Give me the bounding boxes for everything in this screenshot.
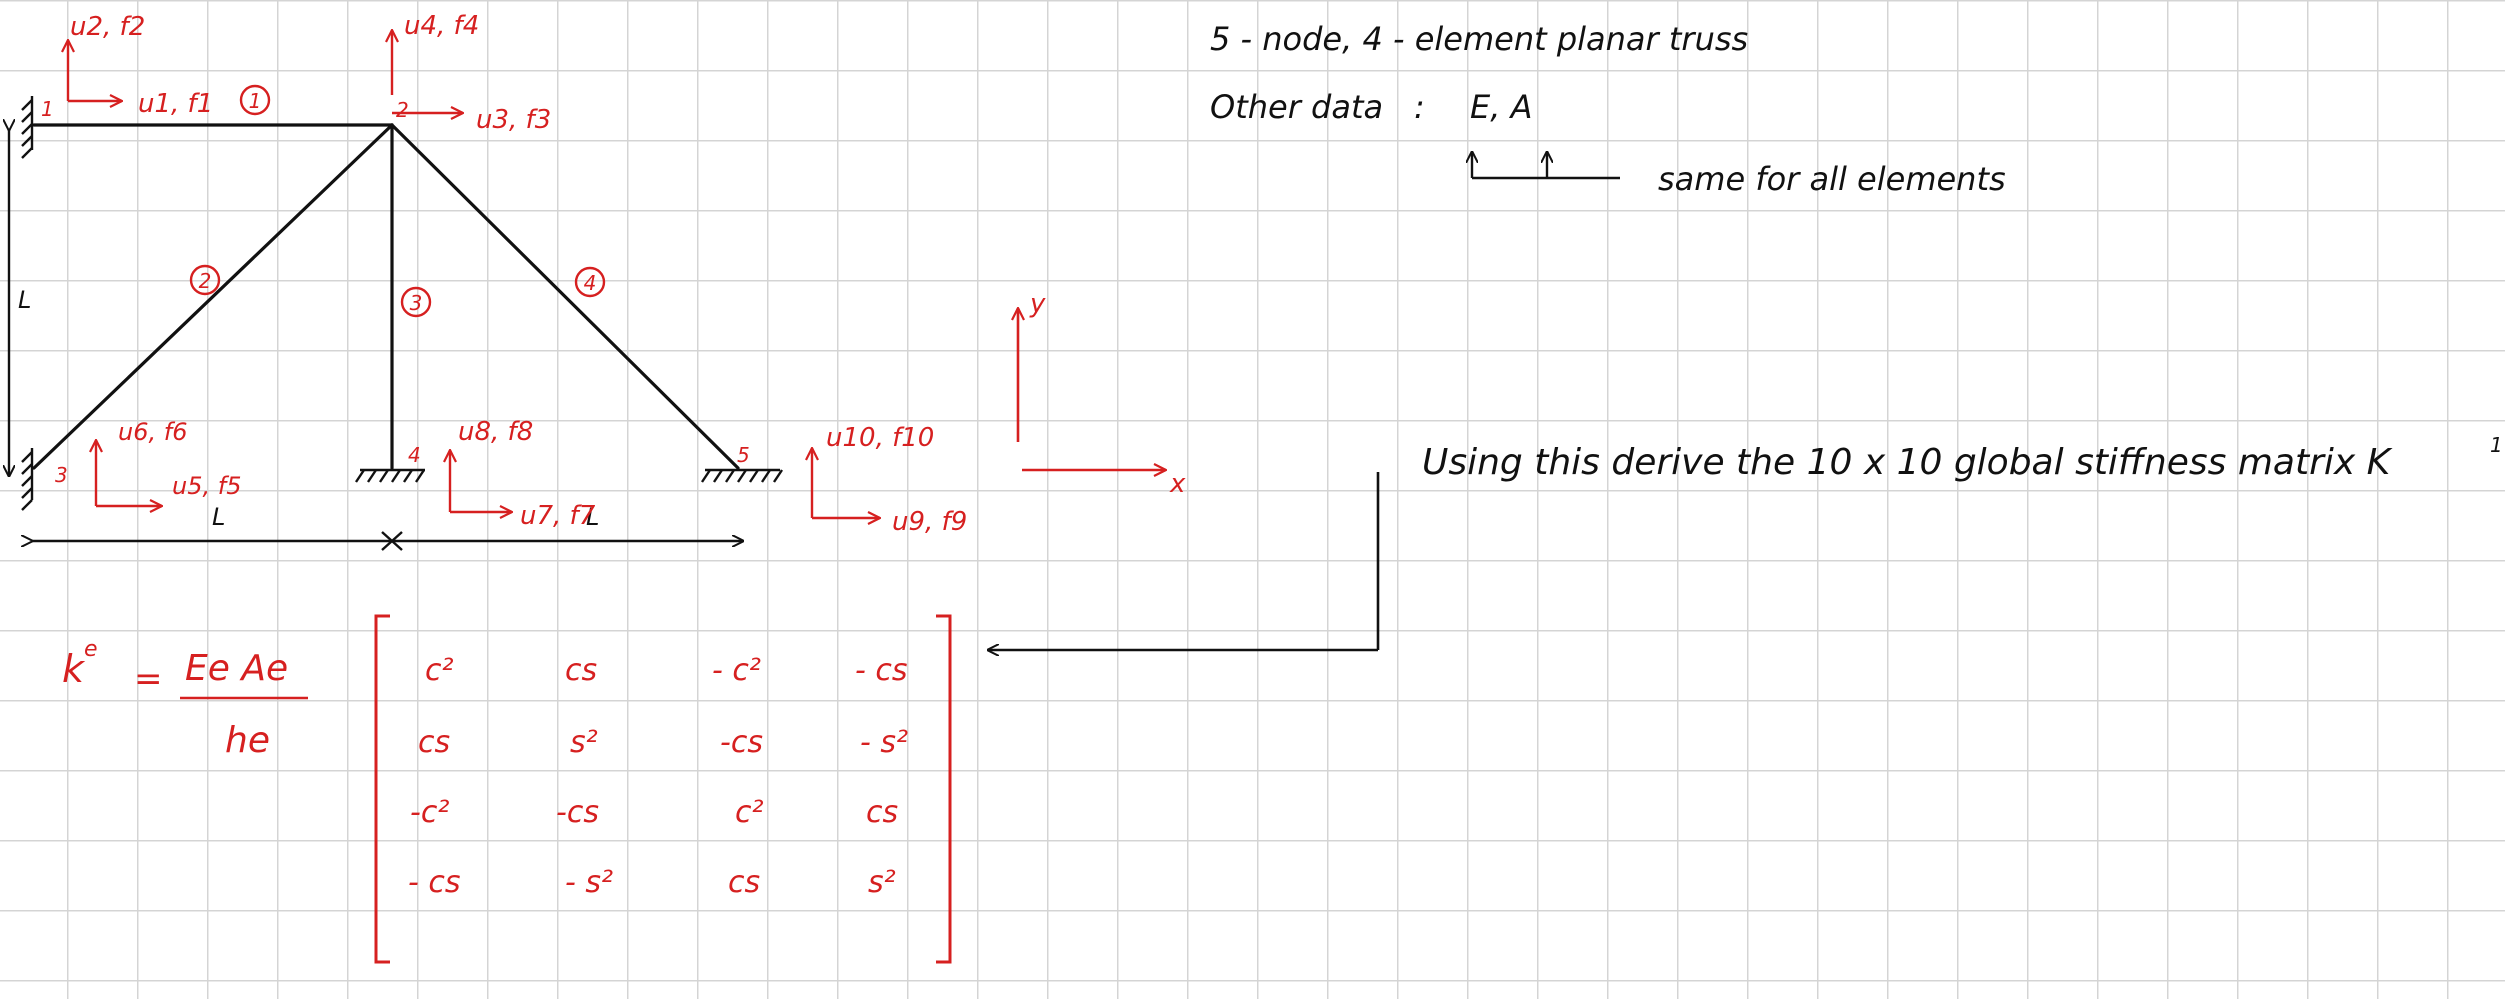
dof-label-u1-f1: u1, f1 bbox=[138, 89, 213, 119]
dof-label-u9-f9: u9, f9 bbox=[892, 507, 967, 537]
matrix-cell: -c² bbox=[410, 795, 449, 830]
truss-members bbox=[32, 123, 740, 470]
stiffness-matrix: c² cs - c² - cs cs s² -cs - s² -c² -cs c… bbox=[408, 653, 908, 900]
dof-label-u7-f7: u7, f7 bbox=[520, 501, 596, 531]
right-bracket bbox=[936, 614, 952, 964]
dof-label-u10-f10: u10, f10 bbox=[826, 423, 934, 453]
element-4-bar bbox=[390, 123, 740, 470]
support-node-4 bbox=[355, 468, 425, 483]
dof-label-u6-f6: u6, f6 bbox=[118, 418, 187, 446]
support-node-5 bbox=[701, 468, 783, 483]
matrix-cell: c² bbox=[425, 653, 454, 688]
node-label-4: 4 bbox=[408, 443, 421, 467]
same-for-all-bracket bbox=[1472, 152, 1620, 180]
other-data-label: Other data bbox=[1210, 88, 1383, 126]
fraction-denominator: he bbox=[225, 720, 270, 761]
matrix-cell: s² bbox=[868, 865, 896, 900]
element-labels: 1 2 3 4 bbox=[189, 84, 606, 318]
matrix-cell: s² bbox=[570, 725, 598, 760]
element-2-bar bbox=[32, 123, 394, 470]
matrix-cell: - cs bbox=[408, 865, 461, 900]
dof-label-u2-f2: u2, f2 bbox=[70, 12, 145, 42]
element-label-3: 3 bbox=[410, 291, 423, 315]
node-label-3: 3 bbox=[55, 463, 68, 487]
dof-label-u3-f3: u3, f3 bbox=[476, 105, 551, 135]
connector-arrow bbox=[988, 472, 1380, 650]
matrix-cell: cs bbox=[866, 795, 898, 830]
matrix-cell: - s² bbox=[860, 725, 908, 760]
fraction-numerator: Ee Ae bbox=[185, 648, 288, 689]
left-bracket bbox=[374, 614, 390, 964]
element-label-2: 2 bbox=[199, 269, 212, 293]
k-superscript: e bbox=[84, 637, 98, 662]
x-axis-label: x bbox=[1169, 469, 1186, 499]
global-k-superscript: 1 bbox=[2490, 433, 2503, 457]
truss-title-note: 5 - node, 4 - element planar truss bbox=[1210, 20, 1748, 58]
matrix-cell: c² bbox=[735, 795, 764, 830]
matrix-cell: -cs bbox=[720, 725, 763, 760]
element-label-4: 4 bbox=[584, 271, 597, 295]
global-axes bbox=[1018, 308, 1166, 470]
matrix-cell: cs bbox=[728, 865, 760, 900]
matrix-cell: cs bbox=[565, 653, 597, 688]
matrix-cell: - c² bbox=[712, 653, 761, 688]
node-label-5: 5 bbox=[737, 443, 750, 467]
y-axis-label: y bbox=[1029, 289, 1046, 319]
matrix-cell: cs bbox=[418, 725, 450, 760]
matrix-cell: -cs bbox=[556, 795, 599, 830]
other-data-colon: : bbox=[1414, 88, 1425, 126]
dof-arrows bbox=[68, 30, 880, 518]
node-label-1: 1 bbox=[41, 97, 54, 121]
support-node-3 bbox=[21, 448, 34, 511]
left-span-label: L bbox=[212, 503, 225, 531]
node-label-2: 2 bbox=[396, 98, 409, 122]
matrix-cell: - s² bbox=[565, 865, 613, 900]
same-for-all-note: same for all elements bbox=[1658, 160, 2006, 198]
right-span-label: L bbox=[586, 503, 599, 531]
k-symbol: k bbox=[62, 647, 86, 691]
dimension-lines bbox=[9, 130, 743, 551]
equals-sign: = bbox=[134, 659, 163, 699]
element-label-1: 1 bbox=[249, 89, 262, 113]
support-node-1 bbox=[21, 96, 34, 159]
dof-label-u4-f4: u4, f4 bbox=[404, 11, 479, 41]
derive-instruction: Using this derive the 10 x 10 global sti… bbox=[1422, 442, 2393, 483]
matrix-brackets bbox=[374, 614, 952, 964]
material-properties: E, A bbox=[1470, 88, 1532, 126]
dof-label-u5-f5: u5, f5 bbox=[172, 472, 241, 500]
dof-label-u8-f8: u8, f8 bbox=[458, 417, 533, 447]
height-dimension-label: L bbox=[18, 286, 31, 314]
matrix-cell: - cs bbox=[855, 653, 908, 688]
